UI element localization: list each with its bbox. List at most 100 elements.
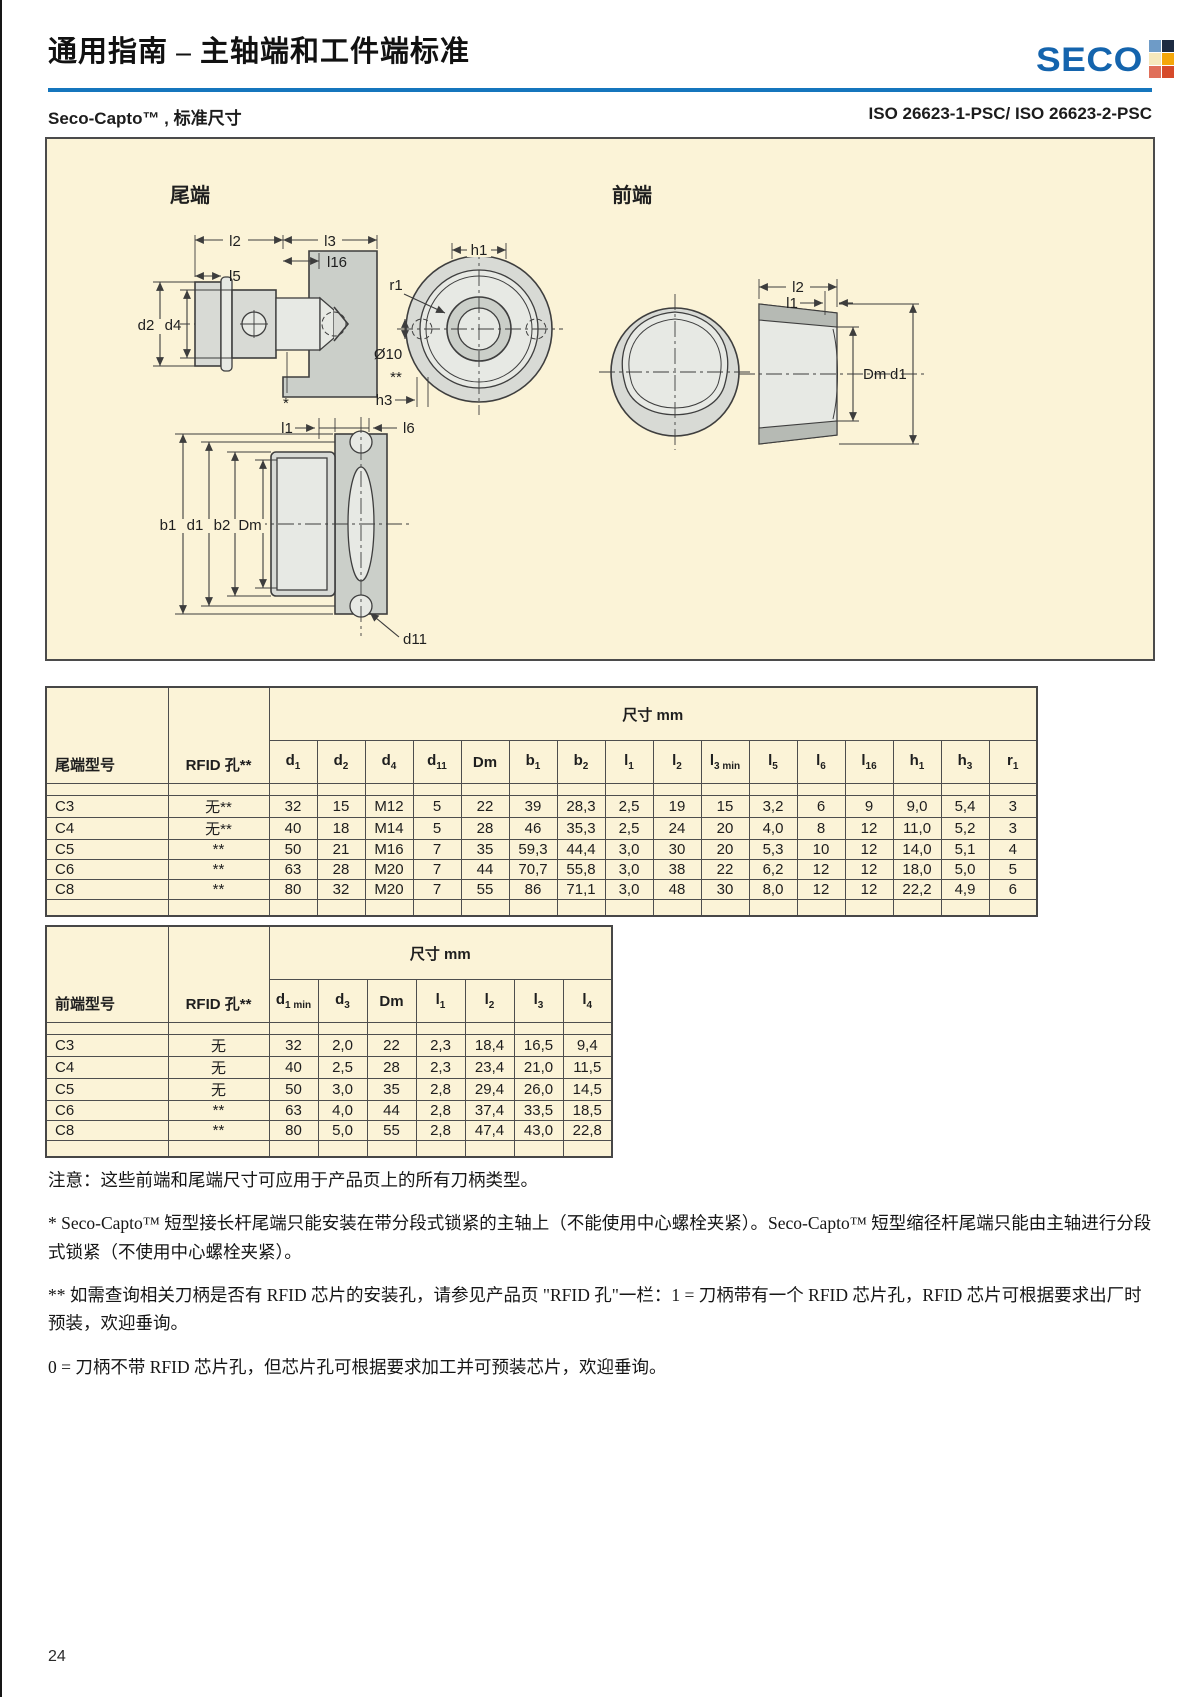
- value-cell: 12: [796, 879, 846, 900]
- rfid-column-header: RFID 孔**: [167, 925, 270, 1023]
- spacer-cell: [45, 783, 169, 796]
- rfid-cell: **: [167, 879, 270, 900]
- spacer-cell: [556, 783, 606, 796]
- value-cell: 28: [460, 817, 510, 840]
- model-cell: C6: [45, 859, 169, 880]
- value-cell: 14,5: [562, 1078, 613, 1101]
- spacer-row: [45, 1022, 613, 1035]
- value-cell: 12: [796, 859, 846, 880]
- dim-label-d11: d11: [403, 631, 427, 648]
- model-cell: C3: [45, 795, 169, 818]
- value-cell: 12: [844, 859, 894, 880]
- value-cell: 7: [412, 879, 462, 900]
- value-cell: 63: [268, 1100, 319, 1121]
- spacer-cell: [460, 783, 510, 796]
- value-cell: 18: [316, 817, 366, 840]
- value-cell: 46: [508, 817, 558, 840]
- model-cell: C8: [45, 879, 169, 900]
- logo-square: [1148, 40, 1161, 52]
- trailing-cell: [892, 899, 942, 917]
- seco-logo-mark-icon: [1148, 40, 1174, 78]
- dim-label-l3: l3: [324, 233, 336, 250]
- value-cell: 18,4: [464, 1034, 515, 1057]
- front-face-view: [599, 294, 751, 450]
- dim-column-header: l3 min: [700, 740, 750, 784]
- value-cell: 44: [366, 1100, 417, 1121]
- dimensions-unit-header: 尺寸 mm: [268, 925, 613, 980]
- value-cell: 20: [700, 817, 750, 840]
- value-cell: 6,2: [748, 859, 798, 880]
- trailing-cell: [45, 899, 169, 917]
- value-cell: 22: [366, 1034, 417, 1057]
- dim-column-header: Dm: [460, 740, 510, 784]
- value-cell: 2,0: [317, 1034, 368, 1057]
- tail-side-view: l2 l3 l16 l5 d2 d4 *: [135, 232, 378, 412]
- dim-label-dm: Dm: [238, 517, 261, 534]
- value-cell: 23,4: [464, 1056, 515, 1079]
- dim-column-header: b1: [508, 740, 558, 784]
- spacer-cell: [796, 783, 846, 796]
- trailing-cell: [366, 1140, 417, 1158]
- value-cell: 7: [412, 859, 462, 880]
- iso-standard-label: ISO 26623-1-PSC/ ISO 26623-2-PSC: [868, 104, 1152, 123]
- technical-drawing: 尾端 前端 l2 l3 l16 l5: [135, 183, 927, 648]
- trailing-cell: [562, 1140, 613, 1158]
- spacer-cell: [415, 1022, 466, 1035]
- seco-logo: SECO: [1036, 40, 1174, 78]
- value-cell: 48: [652, 879, 702, 900]
- spacer-cell: [892, 783, 942, 796]
- dim-column-header: l2: [652, 740, 702, 784]
- value-cell: 11,0: [892, 817, 942, 840]
- value-cell: 80: [268, 1120, 319, 1141]
- value-cell: 8,0: [748, 879, 798, 900]
- value-cell: M20: [364, 879, 414, 900]
- rfid-cell: **: [167, 1100, 270, 1121]
- value-cell: 71,1: [556, 879, 606, 900]
- footnotes: 注意：这些前端和尾端尺寸可应用于产品页上的所有刀柄类型。 * Seco-Capt…: [48, 1166, 1154, 1396]
- value-cell: 15: [316, 795, 366, 818]
- dim-column-header: h1: [892, 740, 942, 784]
- spacer-cell: [562, 1022, 613, 1035]
- value-cell: 3,2: [748, 795, 798, 818]
- dim-column-header: d4: [364, 740, 414, 784]
- front-end-label: 前端: [612, 183, 652, 207]
- model-cell: C5: [45, 1078, 169, 1101]
- dim-label-d1-front: d1: [890, 366, 907, 383]
- trailing-cell: [556, 899, 606, 917]
- dim-label-l16: l16: [327, 254, 347, 271]
- trailing-cell: [988, 899, 1038, 917]
- dim-column-header: Dm: [366, 979, 417, 1023]
- trailing-cell: [796, 899, 846, 917]
- dim-label-d2: d2: [138, 317, 155, 334]
- value-cell: 15: [700, 795, 750, 818]
- trailing-cell: [317, 1140, 368, 1158]
- value-cell: 80: [268, 879, 318, 900]
- trailing-cell: [268, 899, 318, 917]
- dim-column-header: h3: [940, 740, 990, 784]
- value-cell: 2,8: [415, 1100, 466, 1121]
- spacer-cell: [412, 783, 462, 796]
- spacer-cell: [268, 1022, 319, 1035]
- value-cell: 6: [988, 879, 1038, 900]
- value-cell: 18,5: [562, 1100, 613, 1121]
- value-cell: 21,0: [513, 1056, 564, 1079]
- note-star: * Seco-Capto™ 短型接长杆尾端只能安装在带分段式锁紧的主轴上（不能使…: [48, 1213, 1152, 1262]
- value-cell: 5,2: [940, 817, 990, 840]
- value-cell: 32: [316, 879, 366, 900]
- dim-label-b2: b2: [214, 517, 231, 534]
- tail-face-view: h1 r1 Ø10 ** h3: [374, 242, 563, 415]
- value-cell: 50: [268, 1078, 319, 1101]
- model-cell: C6: [45, 1100, 169, 1121]
- value-cell: 22: [700, 859, 750, 880]
- rfid-cell: 无**: [167, 817, 270, 840]
- value-cell: 55,8: [556, 859, 606, 880]
- value-cell: 35: [460, 839, 510, 860]
- value-cell: 2,8: [415, 1078, 466, 1101]
- spacer-cell: [844, 783, 894, 796]
- value-cell: 2,5: [604, 795, 654, 818]
- dim-label-l1: l1: [281, 420, 293, 437]
- value-cell: 2,3: [415, 1034, 466, 1057]
